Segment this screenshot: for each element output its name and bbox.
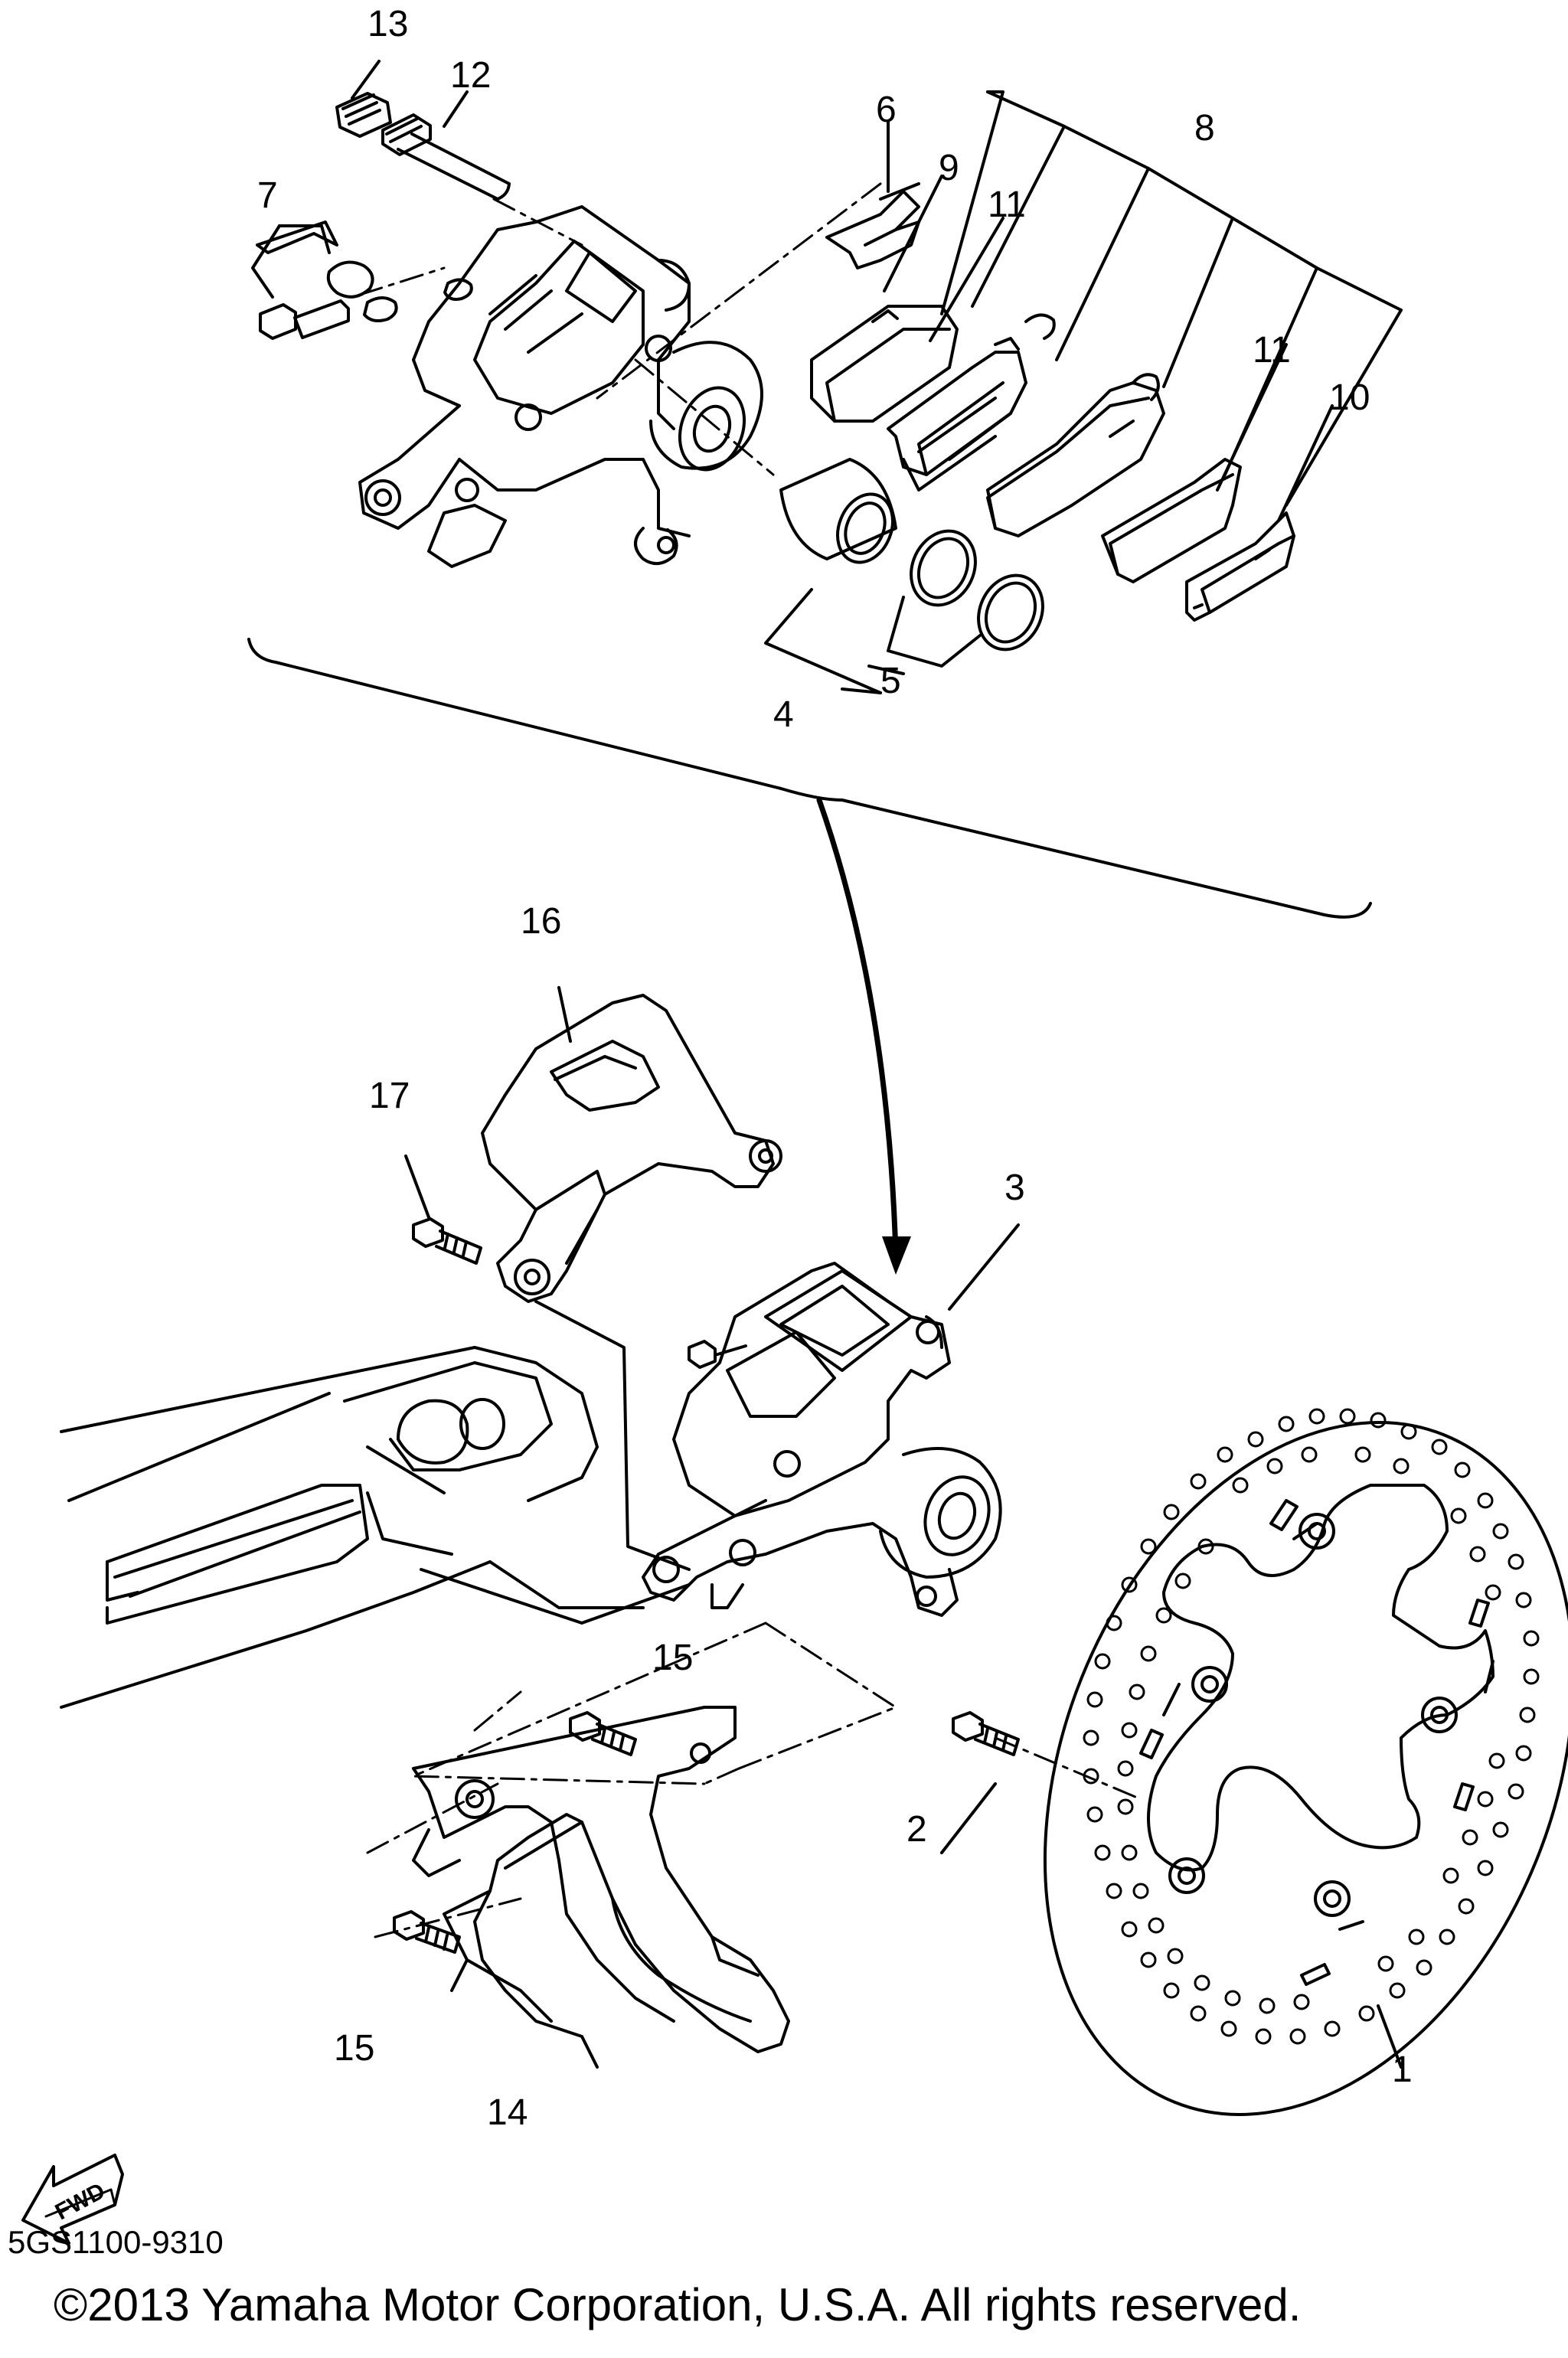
brake-pads-group	[810, 305, 1295, 622]
callout-1: 1	[1392, 2049, 1413, 2090]
rotor-guard-part	[412, 1706, 790, 2069]
lower-assembly-group	[21, 986, 1568, 2245]
callout-10: 10	[1329, 377, 1370, 418]
callout-9: 9	[939, 148, 959, 188]
callout-16: 16	[521, 901, 562, 942]
callout-3: 3	[1004, 1168, 1025, 1208]
piston-part	[779, 458, 897, 564]
bolt-15-lower-part	[393, 1910, 461, 1954]
copyright-notice: ©2013 Yamaha Motor Corporation, U.S.A. A…	[54, 2279, 1302, 2330]
callout-14: 14	[487, 2092, 528, 2133]
callout-12: 12	[450, 55, 492, 96]
callout-17: 17	[369, 1076, 410, 1116]
callout-11-upper: 11	[988, 185, 1026, 225]
callout-4: 4	[773, 694, 794, 735]
alignment-lines	[358, 182, 882, 476]
callout-13: 13	[368, 4, 409, 44]
assembly-arrow	[816, 797, 899, 1259]
slide-pin-part	[381, 113, 511, 201]
callout-11-right: 11	[1253, 330, 1291, 371]
upper-caliper-body	[358, 205, 763, 568]
piston-seals-part	[910, 529, 1044, 652]
callout-8: 8	[1194, 108, 1215, 149]
bolt-15-upper-part	[569, 1711, 637, 1756]
bolt-2-part	[940, 1711, 1020, 1854]
swingarm-part	[60, 1346, 645, 1709]
callout-7: 7	[257, 175, 278, 216]
lower-caliper-part	[642, 1262, 1002, 1617]
caliper-guard-part	[481, 994, 782, 1303]
fwd-label: FWD	[51, 2178, 109, 2225]
lower-alignment-lines	[366, 1622, 1142, 1938]
assembly-arrowhead	[882, 1236, 911, 1275]
disc-holes	[1083, 1408, 1540, 2045]
fwd-arrow-icon	[21, 2154, 124, 2245]
bleed-cap-part	[335, 92, 392, 138]
lower-leader-lines	[404, 986, 1020, 1625]
callout-15-upper: 15	[652, 1638, 694, 1678]
callout-6: 6	[876, 90, 897, 130]
bolt-17-part	[412, 1217, 482, 1265]
callout-15-lower: 15	[334, 2028, 375, 2069]
callout-5: 5	[880, 661, 901, 701]
diagram-code: 5GS1100-9310	[8, 2224, 224, 2260]
brake-disc-part	[1043, 1408, 1568, 2116]
upper-leader-lines	[251, 60, 1403, 694]
caliper-exploded-group	[247, 60, 1403, 1275]
callout-2: 2	[906, 1809, 927, 1850]
